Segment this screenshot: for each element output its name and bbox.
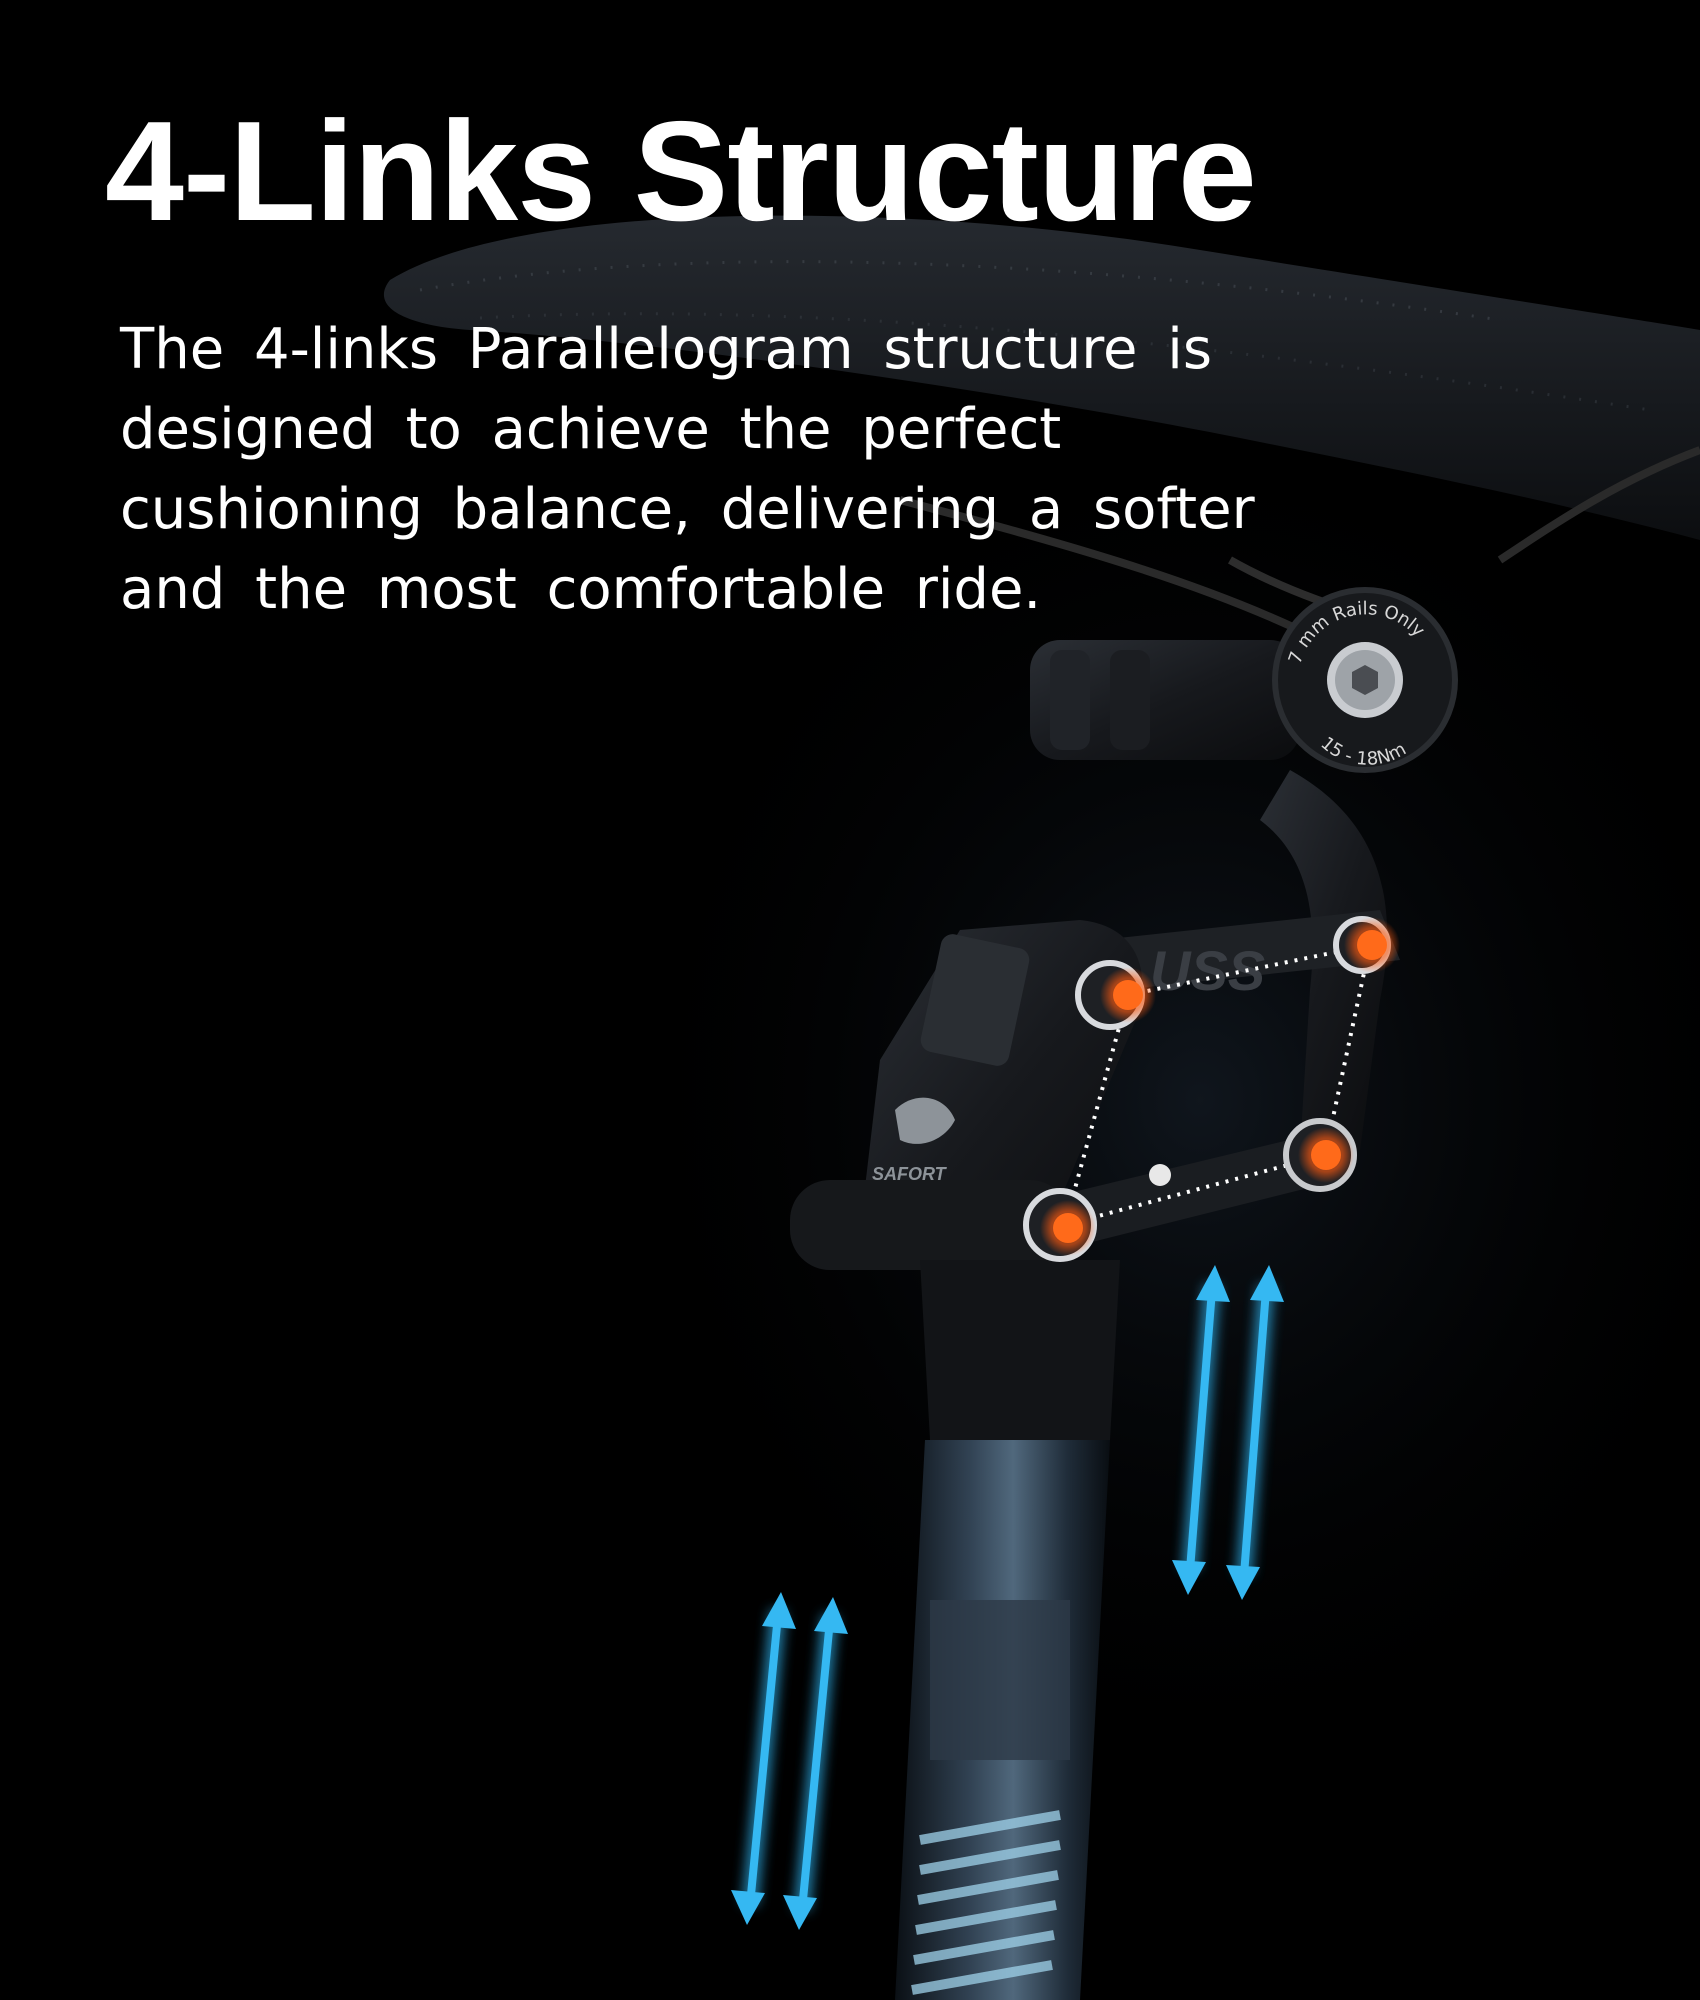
orange-pivot-dot	[1311, 1140, 1341, 1170]
seatpost-tube	[895, 1440, 1110, 2000]
saddle-shape	[384, 215, 1700, 644]
brand-mark: SAFORT	[872, 1097, 955, 1184]
motion-arrows-upper	[1172, 1265, 1284, 1600]
orange-pivot-dot	[1357, 930, 1387, 960]
pivot-dots	[1023, 916, 1400, 1262]
motion-arrows-lower	[731, 1592, 848, 1930]
feature-description: The 4-links Parallelogram structure is d…	[120, 317, 1255, 622]
page-title: 4-Links Structure	[105, 92, 1257, 251]
svg-text:SAFORT: SAFORT	[872, 1164, 948, 1184]
parallelogram-outline	[1063, 943, 1372, 1227]
orange-pivot-dot	[1053, 1213, 1083, 1243]
orange-pivot-dot	[1113, 980, 1143, 1010]
saddle-clamp: 7 mm Rails Only 15 - 18Nm	[1030, 587, 1458, 773]
